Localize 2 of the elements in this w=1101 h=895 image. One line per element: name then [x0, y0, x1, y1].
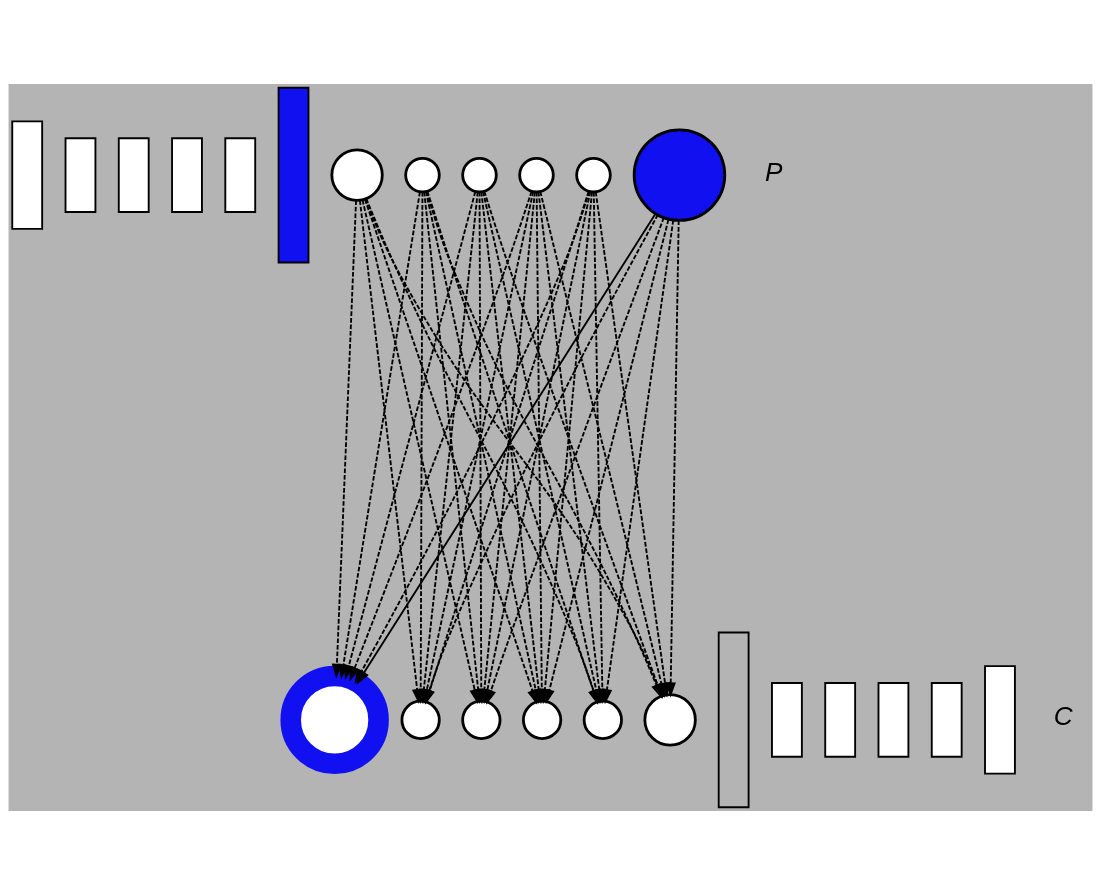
label: P — [764, 156, 783, 187]
label: C — [1053, 701, 1073, 732]
